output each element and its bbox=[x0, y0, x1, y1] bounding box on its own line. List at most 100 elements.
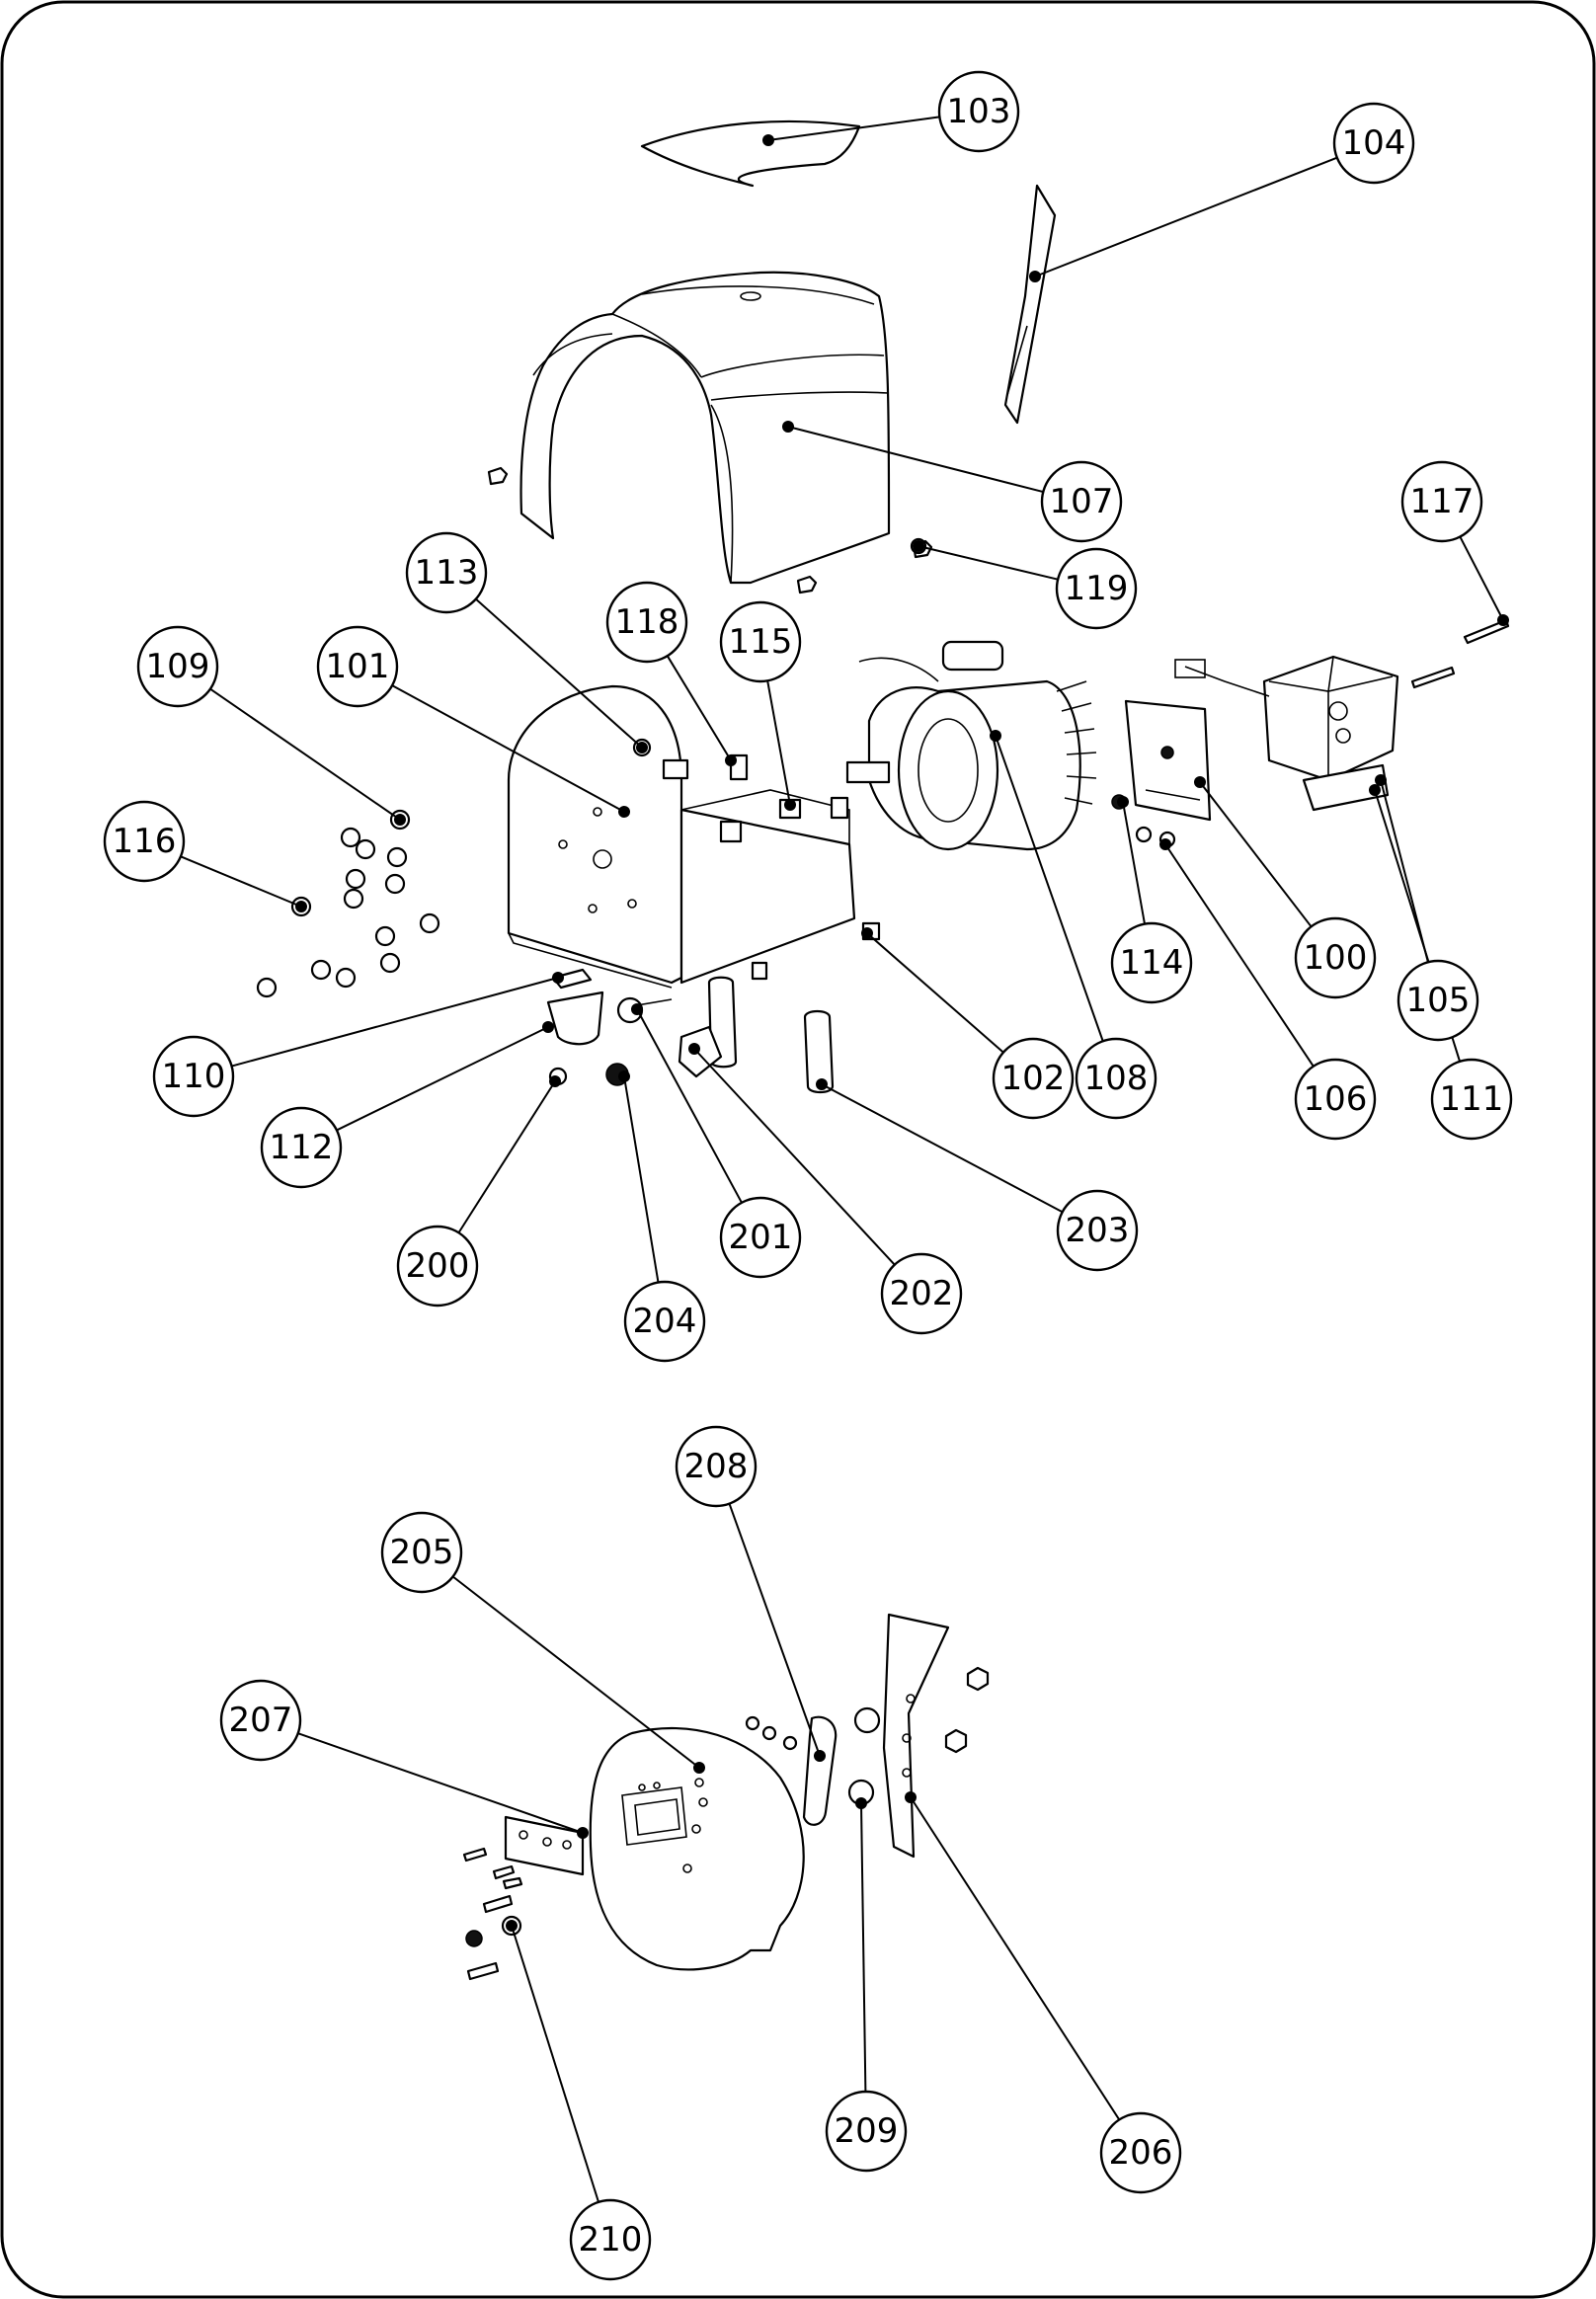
leader-dot-105 bbox=[1375, 774, 1387, 786]
callout-circle bbox=[1294, 1058, 1377, 1141]
callout-108: 108 bbox=[1075, 1037, 1157, 1120]
callout-number: 203 bbox=[1066, 1211, 1130, 1250]
part-107-hood bbox=[519, 271, 891, 585]
callout-number: 113 bbox=[415, 553, 479, 593]
callout-number: 205 bbox=[390, 1533, 454, 1572]
part-108-motor bbox=[845, 640, 1097, 851]
leader-line-207 bbox=[297, 1732, 584, 1834]
part-105-gearbox bbox=[1174, 655, 1399, 812]
leader-line-119 bbox=[918, 545, 1059, 581]
callout-circle bbox=[675, 1425, 758, 1508]
callout-100: 100 bbox=[1294, 916, 1377, 999]
callout-112: 112 bbox=[260, 1106, 343, 1189]
callout-205: 205 bbox=[380, 1511, 463, 1594]
leader-dot-109 bbox=[394, 814, 406, 826]
callout-number: 206 bbox=[1109, 2133, 1173, 2173]
leader-line-103 bbox=[767, 116, 940, 141]
callout-number: 110 bbox=[162, 1057, 226, 1096]
leader-line-102 bbox=[866, 932, 1004, 1054]
leader-line-115 bbox=[766, 680, 791, 806]
callout-circle bbox=[1056, 1189, 1139, 1272]
callout-circle bbox=[1400, 460, 1483, 543]
callout-number: 208 bbox=[684, 1447, 749, 1486]
callout-114: 114 bbox=[1110, 921, 1193, 1004]
leader-line-107 bbox=[787, 426, 1044, 494]
callout-209: 209 bbox=[825, 2090, 908, 2173]
callout-number: 115 bbox=[729, 622, 793, 662]
callout-number: 117 bbox=[1410, 482, 1475, 521]
callout-circle bbox=[219, 1679, 302, 1762]
leader-line-204 bbox=[623, 1075, 660, 1283]
callout-number: 202 bbox=[890, 1274, 954, 1313]
callout-106: 106 bbox=[1294, 1058, 1377, 1141]
leader-dot-112 bbox=[542, 1021, 554, 1033]
callout-circle bbox=[1055, 547, 1138, 630]
leader-line-117 bbox=[1459, 536, 1504, 621]
leader-line-210 bbox=[511, 1925, 599, 2203]
callout-circle bbox=[1075, 1037, 1157, 1120]
callout-number: 109 bbox=[146, 647, 210, 686]
leader-dot-201 bbox=[631, 1003, 643, 1015]
leader-dot-113 bbox=[636, 742, 648, 753]
callout-circle bbox=[316, 625, 399, 708]
callout-110: 110 bbox=[152, 1035, 235, 1118]
leader-dot-111 bbox=[1369, 784, 1381, 796]
callout-circle bbox=[1110, 921, 1193, 1004]
callout-number: 112 bbox=[270, 1128, 334, 1167]
callout-circle bbox=[260, 1106, 343, 1189]
part-111-gasket bbox=[678, 1025, 723, 1078]
leader-line-108 bbox=[995, 735, 1104, 1042]
callout-circle bbox=[605, 581, 688, 664]
part-200-disc bbox=[589, 1726, 805, 1971]
leader-dot-110 bbox=[552, 972, 564, 984]
part-101-frame bbox=[507, 684, 856, 989]
callout-200: 200 bbox=[396, 1225, 479, 1308]
leader-line-113 bbox=[475, 597, 643, 749]
callout-number: 118 bbox=[615, 602, 679, 642]
callout-number: 204 bbox=[633, 1302, 697, 1341]
callout-circle bbox=[880, 1252, 963, 1335]
part-102-bracket bbox=[546, 991, 604, 1046]
leader-line-202 bbox=[693, 1048, 896, 1266]
leader-line-203 bbox=[821, 1083, 1064, 1214]
callout-number: 106 bbox=[1304, 1079, 1368, 1119]
callout-116: 116 bbox=[103, 800, 186, 883]
leader-line-106 bbox=[1164, 843, 1315, 1068]
callout-202: 202 bbox=[880, 1252, 963, 1335]
callout-207: 207 bbox=[219, 1679, 302, 1762]
callout-104: 104 bbox=[1332, 102, 1415, 185]
callout-117: 117 bbox=[1400, 460, 1483, 543]
callout-115: 115 bbox=[719, 600, 802, 683]
callout-circle bbox=[623, 1280, 706, 1363]
leader-dot-207 bbox=[577, 1827, 589, 1839]
leader-dot-103 bbox=[762, 134, 774, 146]
leader-line-206 bbox=[910, 1796, 1121, 2120]
callout-109: 109 bbox=[136, 625, 219, 708]
leader-line-100 bbox=[1199, 781, 1313, 927]
leader-dot-209 bbox=[855, 1797, 867, 1809]
callout-118: 118 bbox=[605, 581, 688, 664]
callout-circle bbox=[1040, 460, 1123, 543]
part-104-side-label bbox=[1003, 184, 1057, 425]
callout-number: 116 bbox=[113, 822, 177, 861]
leader-line-112 bbox=[336, 1026, 549, 1132]
leader-dot-118 bbox=[725, 754, 737, 766]
callout-circle bbox=[1396, 959, 1479, 1042]
part-103-label bbox=[640, 119, 861, 188]
part-110-tube-b bbox=[803, 1009, 835, 1094]
callout-circle bbox=[1332, 102, 1415, 185]
leader-dot-116 bbox=[295, 901, 307, 912]
callout-circle bbox=[1099, 2111, 1182, 2194]
callout-102: 102 bbox=[992, 1037, 1075, 1120]
leader-dot-204 bbox=[618, 1070, 630, 1082]
callout-circle bbox=[380, 1511, 463, 1594]
leader-line-201 bbox=[636, 1008, 743, 1204]
callout-circle bbox=[1430, 1058, 1513, 1141]
callout-201: 201 bbox=[719, 1196, 802, 1279]
leader-dot-114 bbox=[1117, 796, 1129, 808]
callout-circle bbox=[992, 1037, 1075, 1120]
leader-dot-119 bbox=[913, 540, 924, 552]
